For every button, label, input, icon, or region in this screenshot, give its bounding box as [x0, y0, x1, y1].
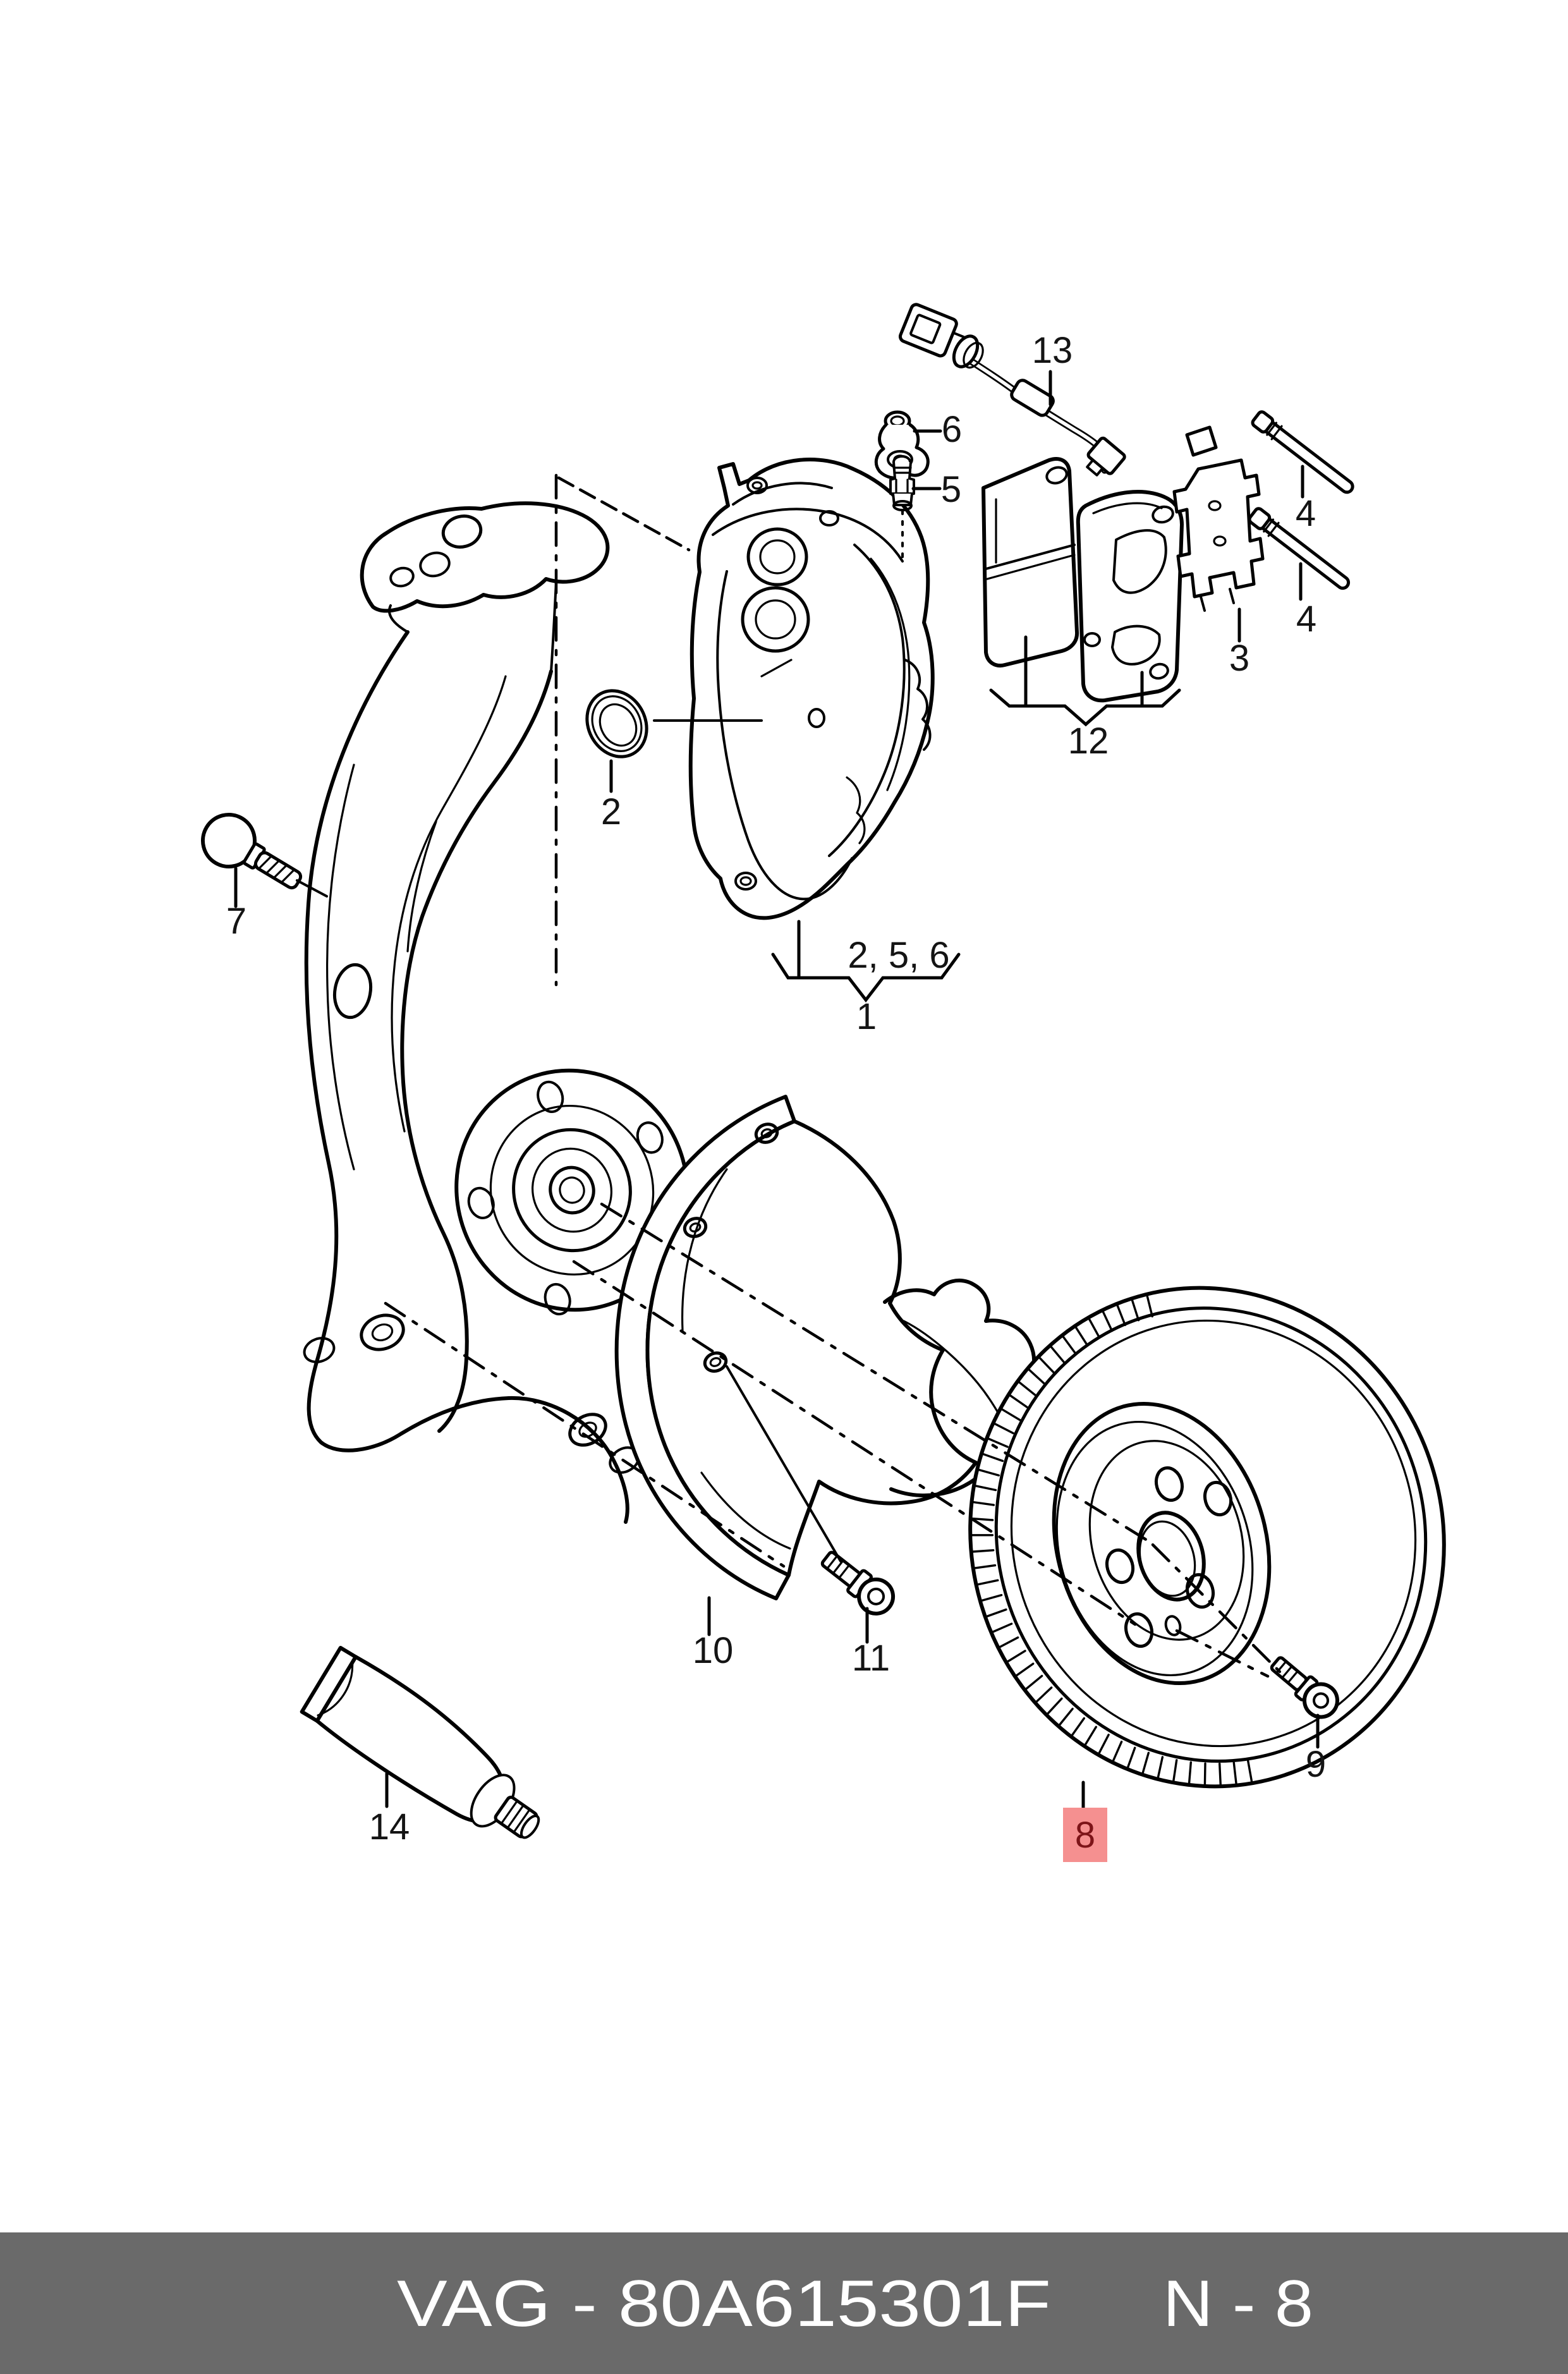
brake-disc — [968, 1286, 1446, 1789]
guide-pin-1 — [1251, 410, 1354, 494]
footer-background — [0, 2232, 1568, 2374]
caliper-bolt — [200, 813, 328, 898]
callout-9: 9 — [1306, 1744, 1326, 1785]
pad-retainer-spring — [1172, 425, 1265, 612]
steering-knuckle — [303, 501, 640, 1524]
bleeder-valve — [889, 455, 915, 511]
splash-shield — [614, 1095, 1050, 1600]
callout-13: 13 — [1032, 330, 1073, 371]
callout-1: 1 — [856, 996, 877, 1037]
callout-5: 5 — [941, 469, 961, 510]
wear-sensor-wire — [898, 303, 1126, 477]
brake-caliper — [688, 458, 935, 920]
guide-pin-2 — [1248, 507, 1351, 590]
callout-3: 3 — [1229, 638, 1249, 679]
disc-vent-ticks — [970, 1294, 1253, 1786]
callout-14: 14 — [369, 1806, 410, 1847]
callout-2-5-6: 2, 5, 6 — [848, 935, 949, 976]
callout-4b: 4 — [1296, 599, 1316, 640]
highlighted-callout-8[interactable]: 8 — [1063, 1808, 1107, 1862]
seal-ring — [585, 689, 763, 758]
callout-2: 2 — [601, 791, 621, 832]
footer-catalog-code: VAG - 80A615301F — [397, 2267, 1051, 2341]
callout-11: 11 — [852, 1638, 890, 1679]
construction-lines — [384, 473, 1285, 1678]
shield-screw — [820, 1550, 896, 1616]
callout-6: 6 — [942, 409, 962, 450]
highlight-box[interactable] — [1063, 1808, 1107, 1862]
disc-set-screw — [1270, 1656, 1339, 1719]
callout-leaders — [234, 370, 1320, 1820]
callout-12: 12 — [1068, 721, 1109, 762]
footer-page-ref: N - 8 — [1163, 2267, 1313, 2341]
callout-10: 10 — [693, 1630, 734, 1671]
footer-bar: VAG - 80A615301F N - 8 — [0, 2232, 1568, 2374]
brake-pads — [982, 457, 1184, 703]
callout-8[interactable]: 8 — [1075, 1815, 1095, 1856]
callout-4a: 4 — [1296, 493, 1316, 534]
callout-7: 7 — [226, 901, 246, 942]
grease-tube — [300, 1646, 540, 1839]
